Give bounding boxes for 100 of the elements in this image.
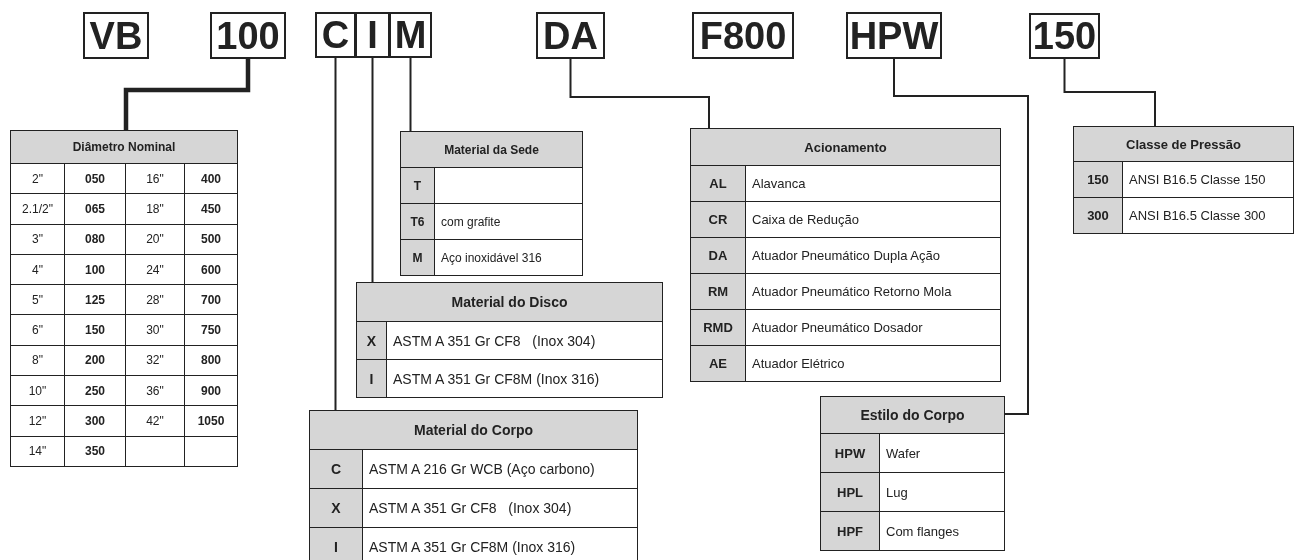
code-box: HPW (846, 12, 942, 59)
code-cell: 1050 (184, 405, 238, 437)
table-cell: Atuador Pneumático Dosador (745, 309, 1001, 346)
code-cell: CR (690, 201, 746, 238)
leader-line (123, 59, 251, 130)
table-cell: 20" (125, 224, 185, 255)
table-header: Diâmetro Nominal (10, 130, 238, 164)
code-cell: AE (690, 345, 746, 382)
leader-line (569, 58, 710, 129)
table-header: Acionamento (690, 128, 1001, 166)
table-cell: 3" (10, 224, 65, 255)
table-cell: Wafer (879, 433, 1005, 473)
table-cell: 28" (125, 284, 185, 315)
code-cell: 700 (184, 284, 238, 315)
code-cell: 400 (184, 163, 238, 194)
leader-line (409, 57, 412, 132)
table-header: Estilo do Corpo (820, 396, 1005, 434)
table-cell: 30" (125, 315, 185, 346)
table-cell: 2" (10, 163, 65, 194)
code-cell: RM (690, 273, 746, 310)
table-cell: Com flanges (879, 511, 1005, 551)
code-cell: DA (690, 237, 746, 274)
code-cell: I (309, 527, 363, 560)
code-cell: RMD (690, 309, 746, 346)
code-box: C (315, 12, 356, 58)
code-box: VB (83, 12, 149, 59)
code-cell: I (356, 359, 387, 398)
code-cell: 750 (184, 315, 238, 346)
table-cell: Atuador Pneumático Dupla Ação (745, 237, 1001, 274)
leader-line (893, 58, 1029, 415)
table-cell: 12" (10, 405, 65, 437)
table-cell: 18" (125, 193, 185, 225)
code-cell: 350 (64, 436, 126, 467)
table-cell: 24" (125, 254, 185, 285)
table-cell: Caixa de Redução (745, 201, 1001, 238)
table-cell: ASTM A 351 Gr CF8 (Inox 304) (386, 321, 663, 360)
code-cell: T (400, 167, 435, 204)
code-cell: 300 (64, 405, 126, 437)
table-cell: 16" (125, 163, 185, 194)
code-table (10, 130, 238, 467)
table-cell: com grafite (434, 203, 583, 240)
leader-line (371, 57, 374, 283)
code-cell: 450 (184, 193, 238, 225)
code-cell: X (356, 321, 387, 360)
code-cell: 150 (64, 315, 126, 346)
code-cell: 065 (64, 193, 126, 225)
code-cell: 200 (64, 345, 126, 376)
table-cell: 42" (125, 405, 185, 437)
table-cell: ASTM A 216 Gr WCB (Aço carbono) (362, 449, 638, 489)
table-cell: Atuador Pneumático Retorno Mola (745, 273, 1001, 310)
code-cell: 800 (184, 345, 238, 376)
table-cell: ANSI B16.5 Classe 150 (1122, 161, 1294, 198)
code-box: I (355, 12, 390, 58)
code-table (309, 410, 638, 560)
table-header: Material da Sede (400, 131, 583, 168)
table-cell: Alavanca (745, 165, 1001, 202)
code-cell: 600 (184, 254, 238, 285)
table-cell: ASTM A 351 Gr CF8M (Inox 316) (386, 359, 663, 398)
code-table (356, 282, 663, 398)
table-header: Material do Corpo (309, 410, 638, 450)
table-cell: 5" (10, 284, 65, 315)
code-box: F800 (692, 12, 794, 59)
table-cell: 4" (10, 254, 65, 285)
leader-line (334, 57, 337, 411)
code-cell: 500 (184, 224, 238, 255)
table-cell: Lug (879, 472, 1005, 512)
table-cell: 36" (125, 375, 185, 406)
table-cell: 32" (125, 345, 185, 376)
code-cell: AL (690, 165, 746, 202)
code-cell: 300 (1073, 197, 1123, 234)
table-cell: ASTM A 351 Gr CF8 (Inox 304) (362, 488, 638, 528)
code-cell: 900 (184, 375, 238, 406)
code-cell: 080 (64, 224, 126, 255)
table-cell: Atuador Elétrico (745, 345, 1001, 382)
code-box: M (389, 12, 432, 58)
code-cell: 125 (64, 284, 126, 315)
code-box: DA (536, 12, 605, 59)
code-cell: 150 (1073, 161, 1123, 198)
table-header: Material do Disco (356, 282, 663, 322)
code-box: 100 (210, 12, 286, 59)
code-cell: T6 (400, 203, 435, 240)
code-cell: M (400, 239, 435, 276)
code-cell: C (309, 449, 363, 489)
code-cell: 100 (64, 254, 126, 285)
table-cell: 6" (10, 315, 65, 346)
table-cell: 2.1/2" (10, 193, 65, 225)
code-table (400, 131, 583, 276)
code-cell: X (309, 488, 363, 528)
table-header: Classe de Pressão (1073, 126, 1294, 162)
code-cell: HPF (820, 511, 880, 551)
table-cell: Aço inoxidável 316 (434, 239, 583, 276)
code-cell: 050 (64, 163, 126, 194)
table-cell: 10" (10, 375, 65, 406)
code-table (1073, 126, 1294, 234)
table-cell: 8" (10, 345, 65, 376)
table-cell: 14" (10, 436, 65, 467)
code-cell: HPW (820, 433, 880, 473)
table-cell: ANSI B16.5 Classe 300 (1122, 197, 1294, 234)
leader-line (1063, 58, 1156, 127)
code-cell: 250 (64, 375, 126, 406)
